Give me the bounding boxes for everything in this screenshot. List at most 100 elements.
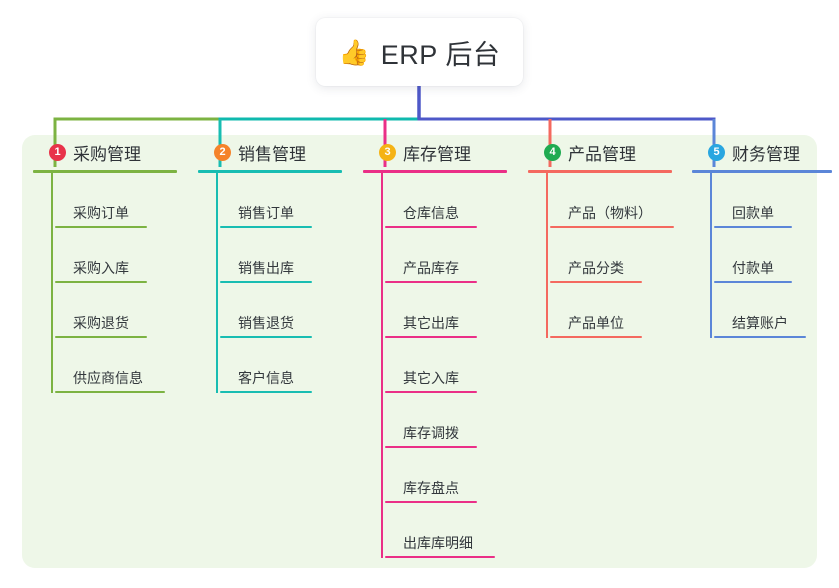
- leaf-rule: [550, 336, 642, 338]
- leaf-label: 仓库信息: [403, 205, 459, 221]
- leaf-label: 出库库明细: [403, 535, 473, 551]
- leaf-list-5: 回款单付款单结算账户: [692, 173, 838, 338]
- leaf-label: 库存盘点: [403, 480, 459, 496]
- leaf-rule: [385, 281, 477, 283]
- leaf-item[interactable]: 付款单: [710, 228, 838, 283]
- branch-badge-2: 2: [214, 143, 231, 161]
- leaf-rule: [714, 336, 806, 338]
- leaf-rule: [385, 336, 477, 338]
- branch-header-rule-5: [692, 170, 832, 173]
- thumbs-up-icon: 👍: [338, 38, 370, 67]
- leaf-spine-5: [710, 173, 712, 338]
- branch-badge-1: 1: [49, 143, 66, 161]
- branch-column-3: 3 库存管理仓库信息产品库存其它出库其它入库库存调拨库存盘点出库库明细: [363, 135, 513, 558]
- root-node[interactable]: 👍 ERP 后台: [316, 18, 523, 86]
- branch-title-3: 库存管理: [403, 144, 471, 164]
- leaf-rule: [385, 556, 495, 558]
- leaf-label: 客户信息: [238, 370, 294, 386]
- leaf-label: 付款单: [732, 260, 774, 276]
- leaf-label: 销售订单: [238, 205, 294, 221]
- leaf-label: 产品（物料）: [568, 205, 652, 221]
- leaf-rule: [220, 226, 312, 228]
- branch-header-rule-2: [198, 170, 342, 173]
- branch-column-2: 2 销售管理销售订单销售出库销售退货客户信息: [198, 135, 348, 393]
- leaf-item[interactable]: 采购订单: [51, 173, 183, 228]
- leaf-item[interactable]: 采购退货: [51, 283, 183, 338]
- branch-title-1: 采购管理: [73, 144, 141, 164]
- leaf-item[interactable]: 其它出库: [381, 283, 513, 338]
- leaf-label: 采购订单: [73, 205, 129, 221]
- leaf-rule: [385, 446, 477, 448]
- leaf-item[interactable]: 销售退货: [216, 283, 348, 338]
- branch-header-3[interactable]: 3 库存管理: [363, 135, 513, 169]
- branch-header-1[interactable]: 1 采购管理: [33, 135, 183, 169]
- leaf-item[interactable]: 产品单位: [546, 283, 678, 338]
- leaf-item[interactable]: 回款单: [710, 173, 838, 228]
- branch-header-rule-1: [33, 170, 177, 173]
- leaf-label: 库存调拨: [403, 425, 459, 441]
- leaf-item[interactable]: 供应商信息: [51, 338, 183, 393]
- content-panel: [22, 135, 817, 568]
- leaf-rule: [220, 336, 312, 338]
- leaf-spine-4: [546, 173, 548, 338]
- leaf-item[interactable]: 出库库明细: [381, 503, 513, 558]
- leaf-list-4: 产品（物料） 产品分类产品单位: [528, 173, 678, 338]
- leaf-rule: [55, 391, 165, 393]
- leaf-item[interactable]: 库存调拨: [381, 393, 513, 448]
- leaf-item[interactable]: 采购入库: [51, 228, 183, 283]
- branch-badge-5: 5: [708, 143, 725, 161]
- leaf-label: 结算账户: [732, 315, 788, 331]
- branch-header-rule-4: [528, 170, 672, 173]
- leaf-label: 产品分类: [568, 260, 624, 276]
- leaf-spine-1: [51, 173, 53, 393]
- leaf-list-1: 采购订单采购入库采购退货供应商信息: [33, 173, 183, 393]
- leaf-list-2: 销售订单销售出库销售退货客户信息: [198, 173, 348, 393]
- leaf-item[interactable]: 其它入库: [381, 338, 513, 393]
- branch-title-4: 产品管理: [568, 144, 636, 164]
- branch-badge-3: 3: [379, 143, 396, 161]
- leaf-item[interactable]: 产品分类: [546, 228, 678, 283]
- branch-header-5[interactable]: 5 财务管理: [692, 135, 838, 169]
- leaf-label: 其它出库: [403, 315, 459, 331]
- leaf-label: 产品单位: [568, 315, 624, 331]
- leaf-rule: [220, 281, 312, 283]
- leaf-label: 供应商信息: [73, 370, 143, 386]
- leaf-spine-2: [216, 173, 218, 393]
- leaf-rule: [550, 281, 642, 283]
- leaf-label: 采购退货: [73, 315, 129, 331]
- leaf-rule: [714, 226, 792, 228]
- leaf-rule: [550, 226, 674, 228]
- leaf-item[interactable]: 结算账户: [710, 283, 838, 338]
- branch-column-1: 1 采购管理采购订单采购入库采购退货供应商信息: [33, 135, 183, 393]
- leaf-label: 销售出库: [238, 260, 294, 276]
- leaf-spine-3: [381, 173, 383, 558]
- leaf-rule: [385, 391, 477, 393]
- leaf-rule: [385, 501, 477, 503]
- branch-header-rule-3: [363, 170, 507, 173]
- leaf-item[interactable]: 库存盘点: [381, 448, 513, 503]
- branch-header-2[interactable]: 2 销售管理: [198, 135, 348, 169]
- leaf-label: 其它入库: [403, 370, 459, 386]
- branch-title-5: 财务管理: [732, 144, 800, 164]
- leaf-rule: [55, 336, 147, 338]
- leaf-label: 销售退货: [238, 315, 294, 331]
- root-title: ERP 后台: [380, 39, 501, 70]
- leaf-rule: [714, 281, 792, 283]
- leaf-item[interactable]: 销售订单: [216, 173, 348, 228]
- leaf-item[interactable]: 产品（物料）: [546, 173, 678, 228]
- branch-title-2: 销售管理: [238, 144, 306, 164]
- leaf-item[interactable]: 仓库信息: [381, 173, 513, 228]
- branch-column-5: 5 财务管理回款单付款单结算账户: [692, 135, 838, 338]
- leaf-list-3: 仓库信息产品库存其它出库其它入库库存调拨库存盘点出库库明细: [363, 173, 513, 558]
- leaf-rule: [55, 226, 147, 228]
- leaf-label: 回款单: [732, 205, 774, 221]
- leaf-item[interactable]: 销售出库: [216, 228, 348, 283]
- leaf-rule: [385, 226, 477, 228]
- leaf-item[interactable]: 客户信息: [216, 338, 348, 393]
- leaf-rule: [220, 391, 312, 393]
- leaf-item[interactable]: 产品库存: [381, 228, 513, 283]
- leaf-label: 采购入库: [73, 260, 129, 276]
